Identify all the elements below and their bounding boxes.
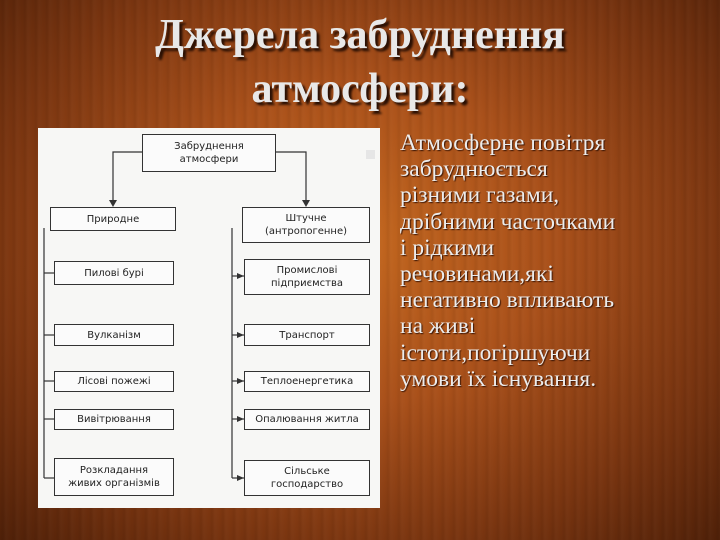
- bullet-icon: [366, 150, 375, 159]
- diagram-connectors: [43, 151, 310, 481]
- diagram-artificial-item: Опалювання житла: [244, 409, 370, 430]
- diagram-artificial-item: Сільське господарство: [244, 460, 370, 496]
- pollution-sources-diagram: Забруднення атмосфери Природне Штучне (а…: [38, 128, 380, 508]
- diagram-natural-item: Вулканізм: [54, 324, 174, 346]
- diagram-natural-item: Лісові пожежі: [54, 371, 174, 392]
- diagram-artificial-item: Теплоенергетика: [244, 371, 370, 392]
- slide-body-text: Атмосферне повітря забруднюється різними…: [400, 130, 616, 392]
- diagram-artificial-item: Транспорт: [244, 324, 370, 346]
- diagram-root-node: Забруднення атмосфери: [142, 134, 276, 172]
- diagram-natural-node: Природне: [50, 207, 176, 231]
- diagram-artificial-item: Промислові підприємства: [244, 259, 370, 295]
- slide-title: Джерела забруднення атмосфери:: [155, 12, 565, 112]
- diagram-natural-item: Розкладання живих організмів: [54, 458, 174, 496]
- diagram-artificial-node: Штучне (антропогенне): [242, 207, 370, 243]
- diagram-natural-item: Пилові бурі: [54, 261, 174, 285]
- diagram-natural-item: Вивітрювання: [54, 409, 174, 430]
